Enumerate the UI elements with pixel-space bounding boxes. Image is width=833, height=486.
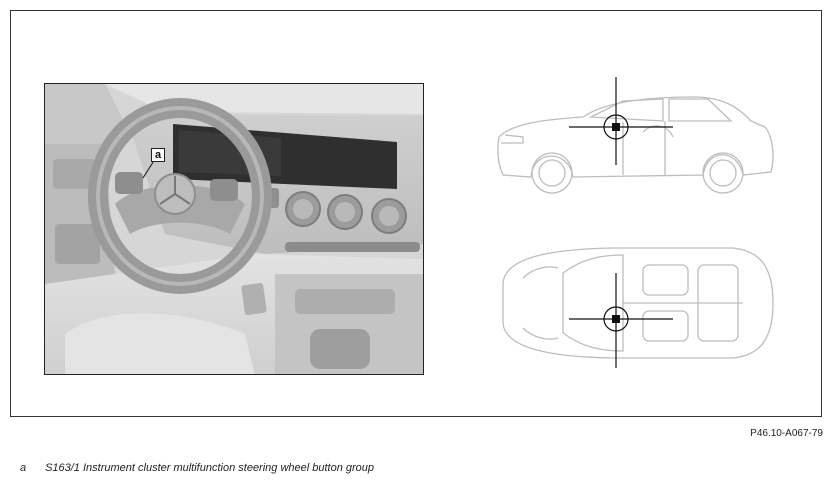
legend-item: a S163/1 Instrument cluster multifunctio…	[20, 462, 374, 474]
vehicle-side-drawing	[497, 77, 774, 194]
interior-illustration	[45, 84, 423, 374]
figure-reference-code: P46.10-A067-79	[750, 428, 823, 439]
vehicle-top-drawing	[502, 247, 774, 368]
callout-a-label: a	[151, 148, 165, 162]
vehicle-side-view	[493, 77, 783, 212]
legend-key: a	[20, 462, 27, 474]
legend-text: S163/1 Instrument cluster multifunction …	[45, 462, 375, 474]
vehicle-top-view	[493, 243, 783, 378]
interior-photo	[44, 83, 424, 375]
figure-frame: a	[10, 10, 822, 417]
